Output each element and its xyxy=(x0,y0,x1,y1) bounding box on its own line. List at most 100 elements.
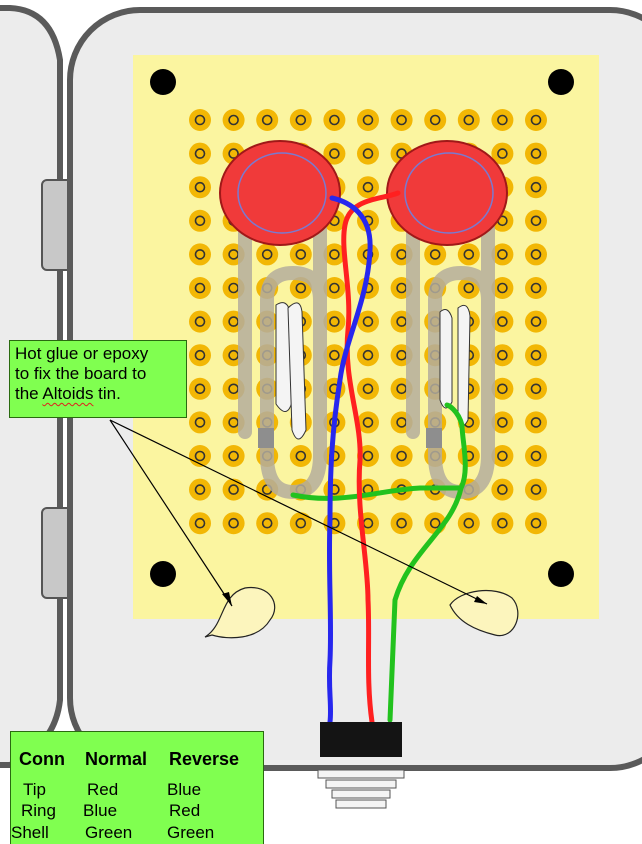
solder-pad-hole xyxy=(194,249,206,260)
solder-pad-hole xyxy=(497,383,508,395)
solder-pad xyxy=(525,209,547,232)
solder-pad xyxy=(525,411,547,434)
solder-pad-hole xyxy=(362,450,374,462)
solder-pad-hole xyxy=(530,249,542,260)
solder-pad-hole xyxy=(329,316,340,327)
solder-pad xyxy=(491,243,514,266)
solder-pad-hole xyxy=(362,383,374,395)
mount-hole xyxy=(150,69,176,95)
solder-pad xyxy=(189,512,211,535)
perfboard xyxy=(133,55,599,619)
solder-pad-hole xyxy=(295,282,307,294)
solder-pad-hole xyxy=(530,114,542,126)
legend-header: Conn xyxy=(19,749,65,769)
callout-text-misspelled: Altoids xyxy=(42,384,94,403)
solder-pad xyxy=(357,142,379,165)
legend-header: Reverse xyxy=(169,749,240,769)
solder-pad-hole xyxy=(329,249,340,260)
solder-pad-hole xyxy=(329,282,340,294)
solder-pad xyxy=(390,109,413,131)
solder-pad xyxy=(189,142,211,165)
solder-pad-hole xyxy=(295,450,307,462)
solder-pad-hole xyxy=(228,517,239,529)
wire-blue xyxy=(326,195,373,725)
callout-line: to fix the board to xyxy=(15,364,147,383)
solder-pad xyxy=(525,142,547,165)
solder-pad-hole xyxy=(530,316,542,327)
solder-pad-hole xyxy=(497,249,508,260)
legend-cell: Green xyxy=(167,823,215,842)
solder-pad-hole xyxy=(295,249,307,260)
glue-dot-right xyxy=(449,590,519,637)
solder-pad xyxy=(256,512,279,535)
solder-pad xyxy=(525,344,547,367)
solder-pad xyxy=(323,277,346,299)
solder-pad-hole xyxy=(194,349,206,361)
jack-thread xyxy=(331,789,391,799)
legend-cell: Ring xyxy=(21,801,56,820)
solder-pad xyxy=(424,243,447,266)
solder-pad xyxy=(424,109,447,131)
solder-pad xyxy=(189,176,211,199)
mount-hole xyxy=(150,561,176,587)
solder-pad xyxy=(525,310,547,333)
mount-hole xyxy=(548,69,574,95)
solder-pad xyxy=(525,377,547,400)
solder-pad xyxy=(457,445,480,467)
solder-pad-hole xyxy=(194,316,206,327)
solder-pad-hole xyxy=(497,484,508,495)
wire-green xyxy=(290,402,468,723)
solder-pad-hole xyxy=(329,148,340,159)
push-button-rim xyxy=(237,152,327,234)
solder-pad xyxy=(390,445,413,467)
solder-pad-hole xyxy=(497,114,508,126)
solder-pad xyxy=(525,176,547,199)
solder-pad-hole xyxy=(497,316,508,327)
solder-pad-hole xyxy=(194,417,206,428)
solder-pad-hole xyxy=(497,282,508,294)
callout-line: the Altoids tin. xyxy=(15,384,181,404)
solder-pad-hole xyxy=(194,114,206,126)
solder-pad-hole xyxy=(362,181,374,193)
glue-blob xyxy=(287,302,307,440)
solder-pad xyxy=(222,445,245,467)
push-button-rim xyxy=(404,152,494,234)
solder-pad-hole xyxy=(194,383,206,395)
solder-pad xyxy=(357,411,379,434)
solder-pad xyxy=(289,243,312,266)
solder-pad-hole xyxy=(530,148,542,159)
solder-pad xyxy=(491,142,514,165)
solder-pad-hole xyxy=(463,249,475,260)
solder-pad xyxy=(457,109,480,131)
solder-pad xyxy=(525,478,547,501)
solder-pad-hole xyxy=(194,181,206,193)
lead-tip xyxy=(426,428,442,448)
solder-pad xyxy=(491,109,514,131)
callout-text: the xyxy=(15,384,43,403)
jack-thread xyxy=(325,779,397,789)
solder-pad xyxy=(390,512,413,535)
solder-pad-hole xyxy=(429,517,441,529)
solder-pad xyxy=(491,377,514,400)
solder-pad-hole xyxy=(329,114,340,126)
solder-pad-hole xyxy=(530,383,542,395)
solder-pad-hole xyxy=(228,148,239,159)
solder-pad xyxy=(189,109,211,131)
solder-pad xyxy=(457,512,480,535)
solder-pad-hole xyxy=(396,450,407,462)
solder-pad xyxy=(525,243,547,266)
push-button-right xyxy=(386,140,508,246)
solder-pad xyxy=(357,176,379,199)
solder-pad xyxy=(189,344,211,367)
solder-pad-hole xyxy=(362,114,374,126)
solder-pad xyxy=(222,109,245,131)
legend-cell: Green xyxy=(85,823,133,842)
solder-pad xyxy=(491,512,514,535)
solder-pad-hole xyxy=(228,484,239,495)
solder-pad-hole xyxy=(194,282,206,294)
glue-callout: Hot glue or epoxy to fix the board to th… xyxy=(9,340,187,418)
solder-pad-hole xyxy=(228,450,239,462)
solder-pad xyxy=(323,243,346,266)
legend-cell: Red xyxy=(169,801,201,820)
solder-pad-hole xyxy=(194,215,206,227)
